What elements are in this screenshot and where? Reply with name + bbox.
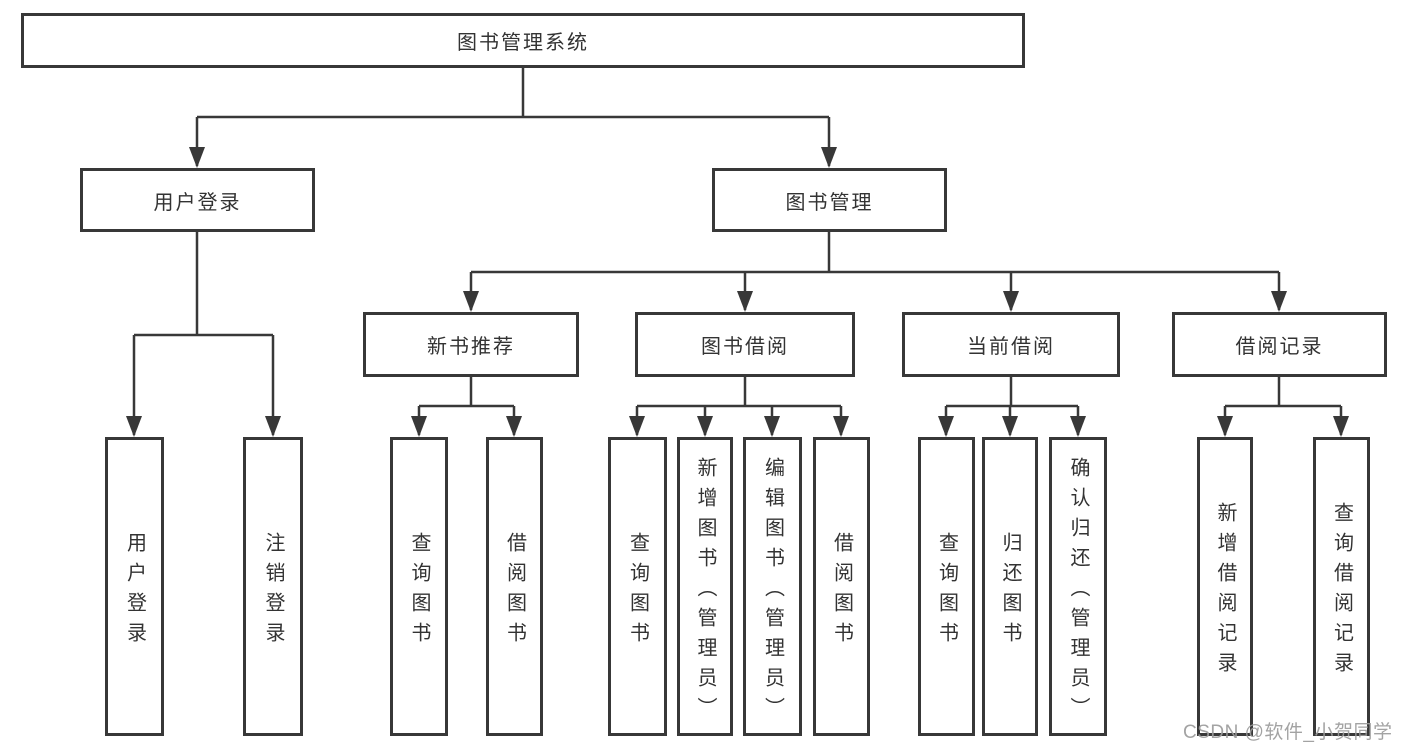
csdn-watermark: CSDN @软件_小贺同学 xyxy=(1183,722,1393,743)
leaf-edit-books-admin: 编辑图书（管理员） xyxy=(743,437,802,736)
arrowhead xyxy=(1217,416,1233,437)
leaf-add-books-admin: 新增图书（管理员） xyxy=(677,437,733,736)
arrowhead xyxy=(506,416,522,437)
arrowhead xyxy=(697,416,713,437)
leaf-query-books-borrow: 查询图书 xyxy=(608,437,667,736)
arrowhead xyxy=(938,416,954,437)
arrowhead xyxy=(1271,291,1287,312)
arrowhead xyxy=(1002,416,1018,437)
arrowhead xyxy=(629,416,645,437)
arrowhead xyxy=(1003,291,1019,312)
leaf-logout: 注销登录 xyxy=(243,437,303,736)
arrowhead xyxy=(411,416,427,437)
arrowhead xyxy=(833,416,849,437)
node-current-borrowing: 当前借阅 xyxy=(902,312,1120,377)
arrowhead xyxy=(189,147,205,168)
arrowhead xyxy=(265,416,281,437)
arrowhead xyxy=(1333,416,1349,437)
leaf-add-borrow-record: 新增借阅记录 xyxy=(1197,437,1253,736)
node-user-login: 用户登录 xyxy=(80,168,315,232)
leaf-query-books-recommend: 查询图书 xyxy=(390,437,448,736)
node-book-borrowing: 图书借阅 xyxy=(635,312,855,377)
arrowhead xyxy=(1070,416,1086,437)
node-borrowing-records: 借阅记录 xyxy=(1172,312,1387,377)
arrowhead xyxy=(463,291,479,312)
leaf-return-books: 归还图书 xyxy=(982,437,1038,736)
leaf-borrow-books: 借阅图书 xyxy=(813,437,870,736)
node-book-management: 图书管理 xyxy=(712,168,947,232)
leaf-user-login: 用户登录 xyxy=(105,437,164,736)
leaf-borrow-books-recommend: 借阅图书 xyxy=(486,437,543,736)
arrowhead xyxy=(737,291,753,312)
node-library-management-system: 图书管理系统 xyxy=(21,13,1025,68)
arrowhead xyxy=(126,416,142,437)
arrowhead xyxy=(821,147,837,168)
arrowhead xyxy=(764,416,780,437)
leaf-query-borrow-record: 查询借阅记录 xyxy=(1313,437,1370,736)
leaf-confirm-return-admin: 确认归还（管理员） xyxy=(1049,437,1107,736)
node-new-book-recommendation: 新书推荐 xyxy=(363,312,579,377)
leaf-query-books-current: 查询图书 xyxy=(918,437,975,736)
